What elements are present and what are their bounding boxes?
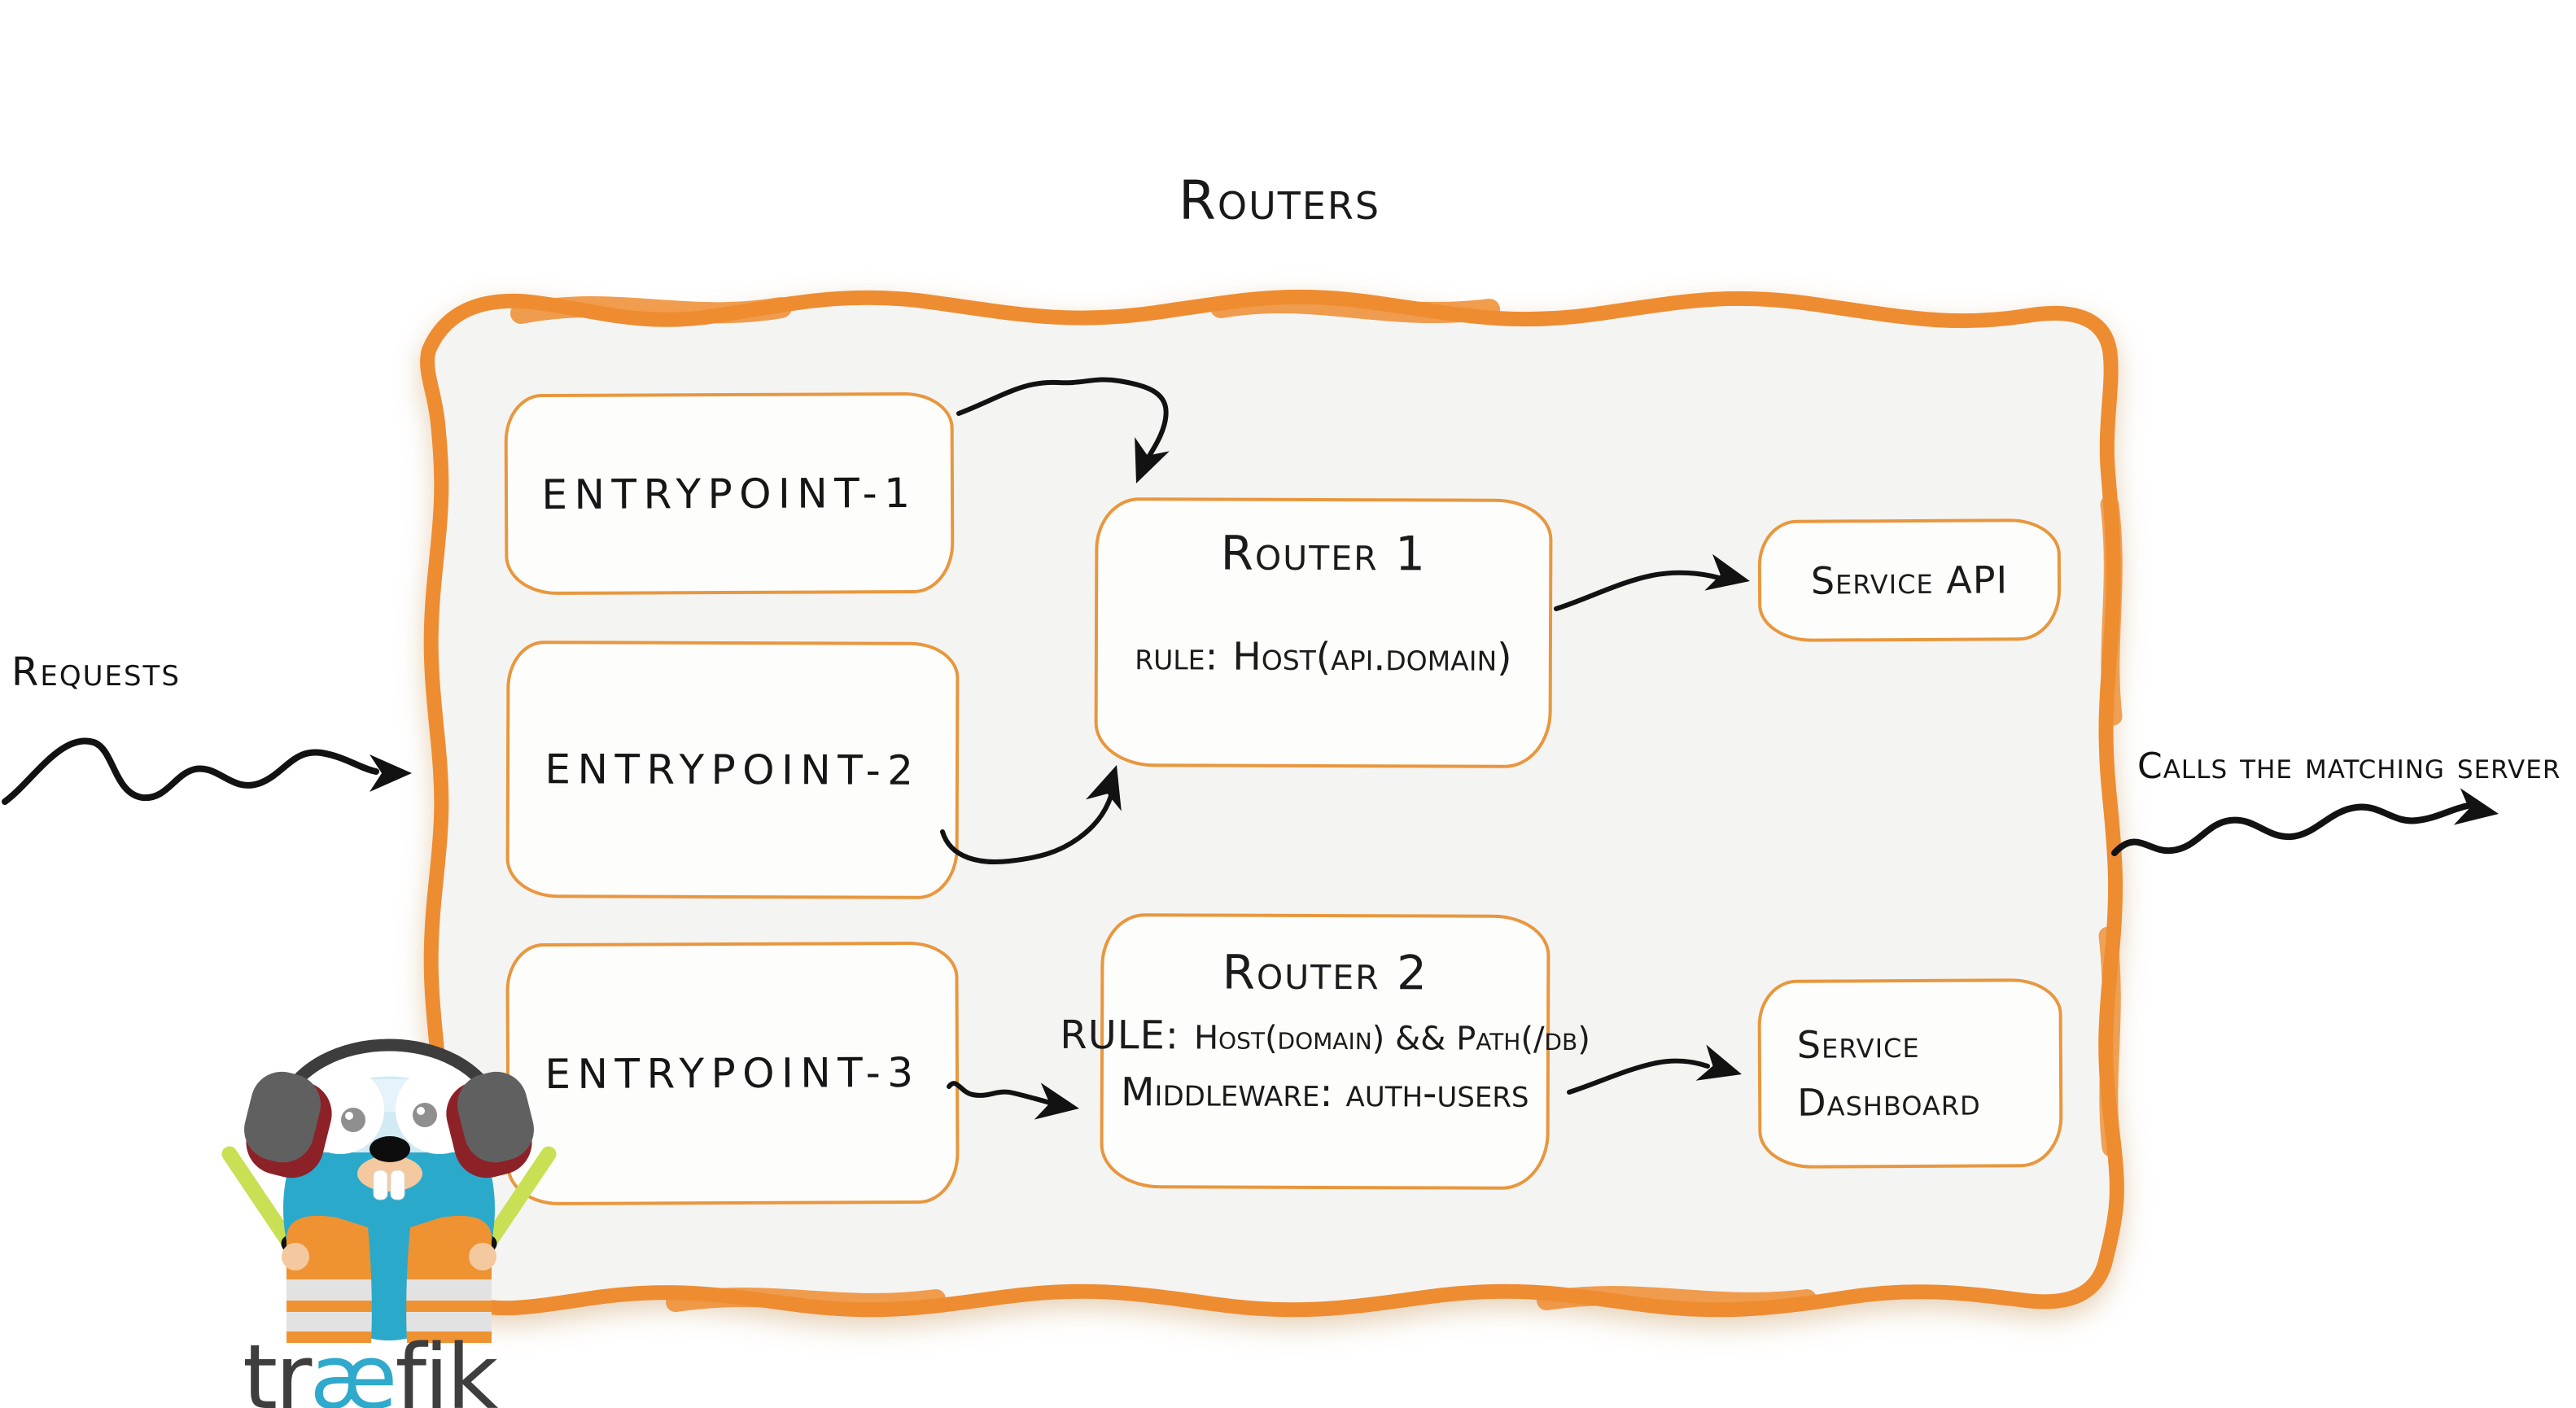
brush-accent-top xyxy=(510,292,1500,324)
gopher-tooth xyxy=(373,1170,388,1200)
gopher-nose xyxy=(370,1136,410,1162)
router-2-middleware-value: auth-users xyxy=(1345,1070,1529,1117)
gopher-tooth xyxy=(390,1170,405,1200)
router-2-rule: RULE: Host(domain) && Path(/db) xyxy=(1060,1012,1590,1060)
vest-stripe xyxy=(286,1279,372,1301)
router-2-box: Router 2 RULE: Host(domain) && Path(/db)… xyxy=(1060,913,1590,1190)
right-pupil-highlight xyxy=(417,1107,425,1115)
wordmark-part2: æ xyxy=(309,1325,397,1408)
left-glowstick-icon xyxy=(221,1146,298,1252)
left-pupil-highlight xyxy=(345,1112,353,1120)
entrypoint-1-label: entrypoint-1 xyxy=(541,469,917,518)
entrypoint-2-label: entrypoint-2 xyxy=(545,746,921,794)
service-api-label: Service API xyxy=(1810,558,2009,603)
service-dashboard-box: Service Dashboard xyxy=(1757,978,2063,1169)
wordmark-part3: fik xyxy=(395,1325,498,1408)
gopher-right-paw xyxy=(469,1243,496,1270)
router-2-middleware: Middleware: auth-users xyxy=(1121,1069,1529,1117)
right-earmuff-icon xyxy=(446,1071,534,1178)
router-2-rule-value: Host(domain) && Path(/db) xyxy=(1193,1019,1590,1059)
brush-accent-right xyxy=(2098,495,2123,1157)
left-pupil xyxy=(341,1108,365,1132)
router-1-rule: rule: Host(api.domain) xyxy=(1135,634,1511,680)
router-2-middleware-label: Middleware: xyxy=(1120,1069,1333,1117)
left-earmuff-icon xyxy=(244,1071,332,1178)
router-1-rule-value: Host(api.domain) xyxy=(1232,634,1512,680)
service-dashboard-label-line1: Service xyxy=(1796,1021,1920,1067)
brush-accent-bottom xyxy=(666,1286,1817,1313)
entrypoint-3-label: entrypoint-3 xyxy=(545,1048,921,1099)
incoming-requests-label: Requests xyxy=(11,649,181,695)
service-api-box: Service API xyxy=(1757,518,2062,642)
wordmark-part1: tr xyxy=(243,1325,312,1408)
vest-right-panel xyxy=(406,1215,492,1343)
page-title: Routers xyxy=(1179,169,1381,232)
router-2-title: Router 2 xyxy=(1222,944,1429,1001)
service-dashboard-label-line2: Dashboard xyxy=(1797,1079,1981,1125)
right-glowstick-icon xyxy=(480,1146,557,1252)
router-1-box: Router 1 rule: Host(api.domain) xyxy=(1094,497,1553,768)
traefik-wordmark: træfik xyxy=(243,1325,498,1408)
router-2-rule-label: RULE: xyxy=(1060,1012,1180,1059)
vest-left-panel xyxy=(286,1215,372,1343)
entrypoint-2-box: entrypoint-2 xyxy=(505,641,960,899)
vest-stripe xyxy=(406,1312,492,1331)
entrypoint-3-box: entrypoint-3 xyxy=(505,941,960,1206)
gopher-left-paw xyxy=(282,1243,309,1270)
traefik-gopher-logo xyxy=(221,1039,557,1344)
router-1-rule-label: rule: xyxy=(1135,634,1218,680)
vest-stripe xyxy=(286,1312,372,1331)
router-1-title: Router 1 xyxy=(1220,525,1428,582)
vest-stripe xyxy=(406,1279,492,1301)
entrypoint-1-box: entrypoint-1 xyxy=(504,391,955,596)
outgoing-calls-label: Calls the matching server xyxy=(2137,746,2561,787)
right-pupil xyxy=(413,1103,437,1127)
